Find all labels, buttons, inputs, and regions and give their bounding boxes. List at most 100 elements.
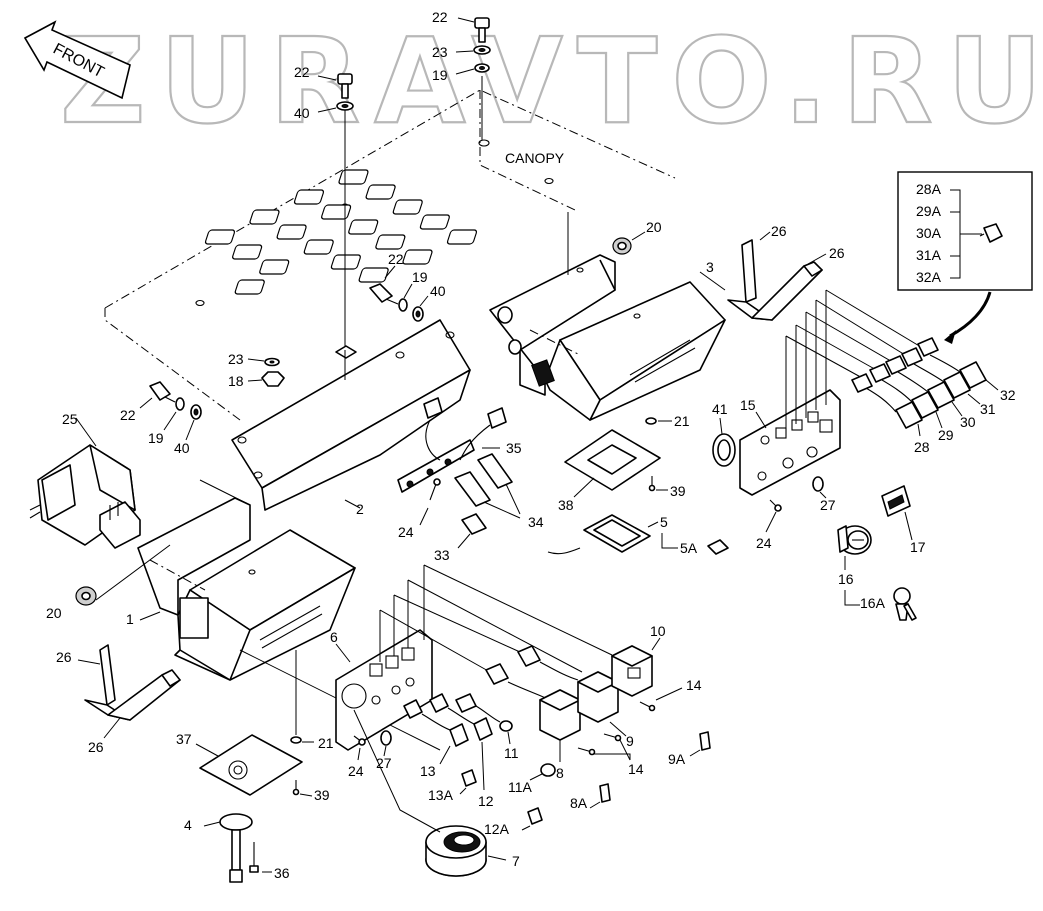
label-39-center: 39 xyxy=(670,483,686,499)
label-23-top: 23 xyxy=(432,44,448,60)
part-5-lamp: 5 5A xyxy=(547,514,729,556)
label-16: 16 xyxy=(838,571,854,587)
label-1: 1 xyxy=(126,611,134,627)
label-22-top: 22 xyxy=(432,9,448,25)
label-22-left: 22 xyxy=(120,407,136,423)
part-4-sensor: 4 36 xyxy=(184,813,290,883)
label-19-side: 19 xyxy=(412,269,428,285)
part-26-brackets-right: 26 26 xyxy=(727,223,845,321)
part-26-brackets-left: 26 26 xyxy=(56,644,181,755)
label-22-mid: 22 xyxy=(294,64,310,80)
bolt-stack-left: 22 19 40 xyxy=(120,381,202,456)
label-24-lower: 24 xyxy=(348,763,364,779)
part-41-grommet: 41 xyxy=(712,401,736,467)
label-26-right-lower: 26 xyxy=(829,245,845,261)
label-19-left: 19 xyxy=(148,430,164,446)
label-17: 17 xyxy=(910,539,926,555)
label-16a: 16A xyxy=(860,595,886,611)
part-1-left-console-box: 1 xyxy=(126,497,356,681)
screw-24-center: 24 xyxy=(398,478,441,540)
label-26-left-upper: 26 xyxy=(56,649,72,665)
part-21-fastener-center: 21 xyxy=(645,413,690,429)
label-13a: 13A xyxy=(428,787,454,803)
part-15-switch-panel: 15 xyxy=(739,389,841,496)
nut-washer-stack: 23 18 xyxy=(228,351,285,389)
part-33-connector: 33 xyxy=(434,513,487,563)
label-24-right: 24 xyxy=(756,535,772,551)
part-6-switch-panel: 6 xyxy=(330,629,433,751)
label-5: 5 xyxy=(660,514,668,530)
bulbs-and-caps: 13A 11A 12A 8A 9A xyxy=(428,731,711,837)
label-40-side: 40 xyxy=(430,283,446,299)
label-34: 34 xyxy=(528,514,544,530)
label-6: 6 xyxy=(330,629,338,645)
part-25-fuse-block: 25 xyxy=(29,411,141,549)
label-14-lower: 14 xyxy=(628,761,644,777)
label-35: 35 xyxy=(506,440,522,456)
label-9a: 9A xyxy=(668,751,686,767)
variant-29a: 29A xyxy=(916,203,942,219)
label-9: 9 xyxy=(626,733,634,749)
grommet-20-left: 20 xyxy=(46,544,171,621)
part-37-mount-plate: 37 39 xyxy=(176,731,330,803)
label-38: 38 xyxy=(558,497,574,513)
label-24-center: 24 xyxy=(398,524,414,540)
part-35-switch-strip: 35 xyxy=(397,397,522,493)
label-11a: 11A xyxy=(508,779,533,795)
label-10: 10 xyxy=(650,623,666,639)
variant-31a: 31A xyxy=(916,247,942,263)
label-31: 31 xyxy=(980,401,996,417)
label-27-lower: 27 xyxy=(376,755,392,771)
label-7: 7 xyxy=(512,853,520,869)
part-16-key-switch: 16 16A xyxy=(837,525,886,611)
bolt-stack-middle: 22 40 xyxy=(294,64,354,350)
part-34-plugs: 34 xyxy=(454,453,544,530)
harness-lines-right xyxy=(785,289,927,430)
label-29: 29 xyxy=(938,427,954,443)
label-5a: 5A xyxy=(680,540,698,556)
label-8a: 8A xyxy=(570,795,588,811)
label-28: 28 xyxy=(914,439,930,455)
bolt-stack-side: 22 19 40 xyxy=(369,251,446,322)
grommet-20-right: 20 xyxy=(612,219,662,255)
part-3-right-console-box: 3 xyxy=(489,254,726,421)
label-19-top: 19 xyxy=(432,67,448,83)
label-33: 33 xyxy=(434,547,450,563)
part-2-bracket: 2 xyxy=(231,319,471,517)
label-26-left-lower: 26 xyxy=(88,739,104,755)
switch-variants-callout: 28A 29A 30A 31A 32A xyxy=(897,171,1033,344)
label-32: 32 xyxy=(1000,387,1016,403)
relay-connectors-center: 8 9 10 14 14 11 12 xyxy=(403,623,702,809)
part-39-screw-center: 39 xyxy=(648,476,686,499)
label-23-lower: 23 xyxy=(228,351,244,367)
label-27-right: 27 xyxy=(820,497,836,513)
label-37: 37 xyxy=(176,731,192,747)
fasteners-panel-6: 24 27 21 xyxy=(290,730,392,779)
part-7-gauge: 7 xyxy=(353,709,520,877)
label-30: 30 xyxy=(960,414,976,430)
label-13: 13 xyxy=(420,763,436,779)
harness-lines-center xyxy=(379,564,613,673)
variant-28a: 28A xyxy=(916,181,942,197)
label-25: 25 xyxy=(62,411,78,427)
label-20-left: 20 xyxy=(46,605,62,621)
watermark-text: ZURAVTO.RU xyxy=(60,12,1043,150)
label-8: 8 xyxy=(556,765,564,781)
label-14-upper: 14 xyxy=(686,677,702,693)
canopy-label: CANOPY xyxy=(505,150,565,166)
variant-32a: 32A xyxy=(916,269,942,285)
label-36: 36 xyxy=(274,865,290,881)
label-12: 12 xyxy=(478,793,494,809)
part-17-rocker-switch: 17 xyxy=(881,485,926,555)
label-21-lower: 21 xyxy=(318,735,334,751)
part-27-plug-right: 27 xyxy=(812,476,836,513)
label-2: 2 xyxy=(356,501,364,517)
label-26-right-upper: 26 xyxy=(771,223,787,239)
top-bolt-stack: 22 23 19 xyxy=(432,9,491,140)
label-20-right: 20 xyxy=(646,219,662,235)
switch-connectors: 32 31 30 29 28 xyxy=(851,337,1016,455)
label-3: 3 xyxy=(706,259,714,275)
label-12a: 12A xyxy=(484,821,510,837)
part-38-gasket: 38 xyxy=(558,429,661,513)
label-15: 15 xyxy=(740,397,756,413)
